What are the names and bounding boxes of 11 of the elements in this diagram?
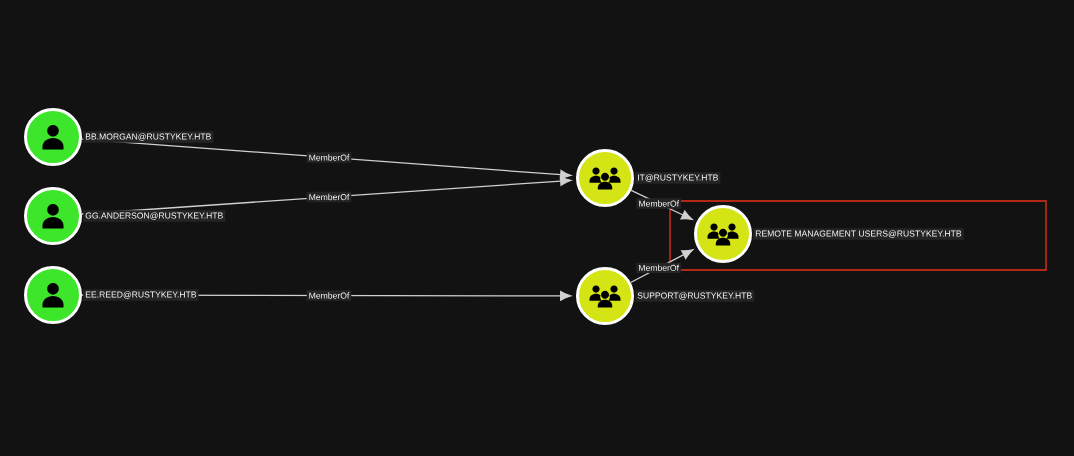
node-label: REMOTE MANAGEMENT USERS@RUSTYKEY.HTB <box>753 228 964 240</box>
edge-label: MemberOf <box>636 198 682 209</box>
node-label: GG.ANDERSON@RUSTYKEY.HTB <box>83 210 226 222</box>
edge-label: MemberOf <box>306 191 352 203</box>
edge-label: MemberOf <box>306 152 352 163</box>
node-label: EE.REED@RUSTYKEY.HTB <box>83 289 199 301</box>
node-label: BB.MORGAN@RUSTYKEY.HTB <box>83 131 214 143</box>
node-label: SUPPORT@RUSTYKEY.HTB <box>635 290 755 302</box>
edge-label: MemberOf <box>636 262 681 273</box>
edge-label: MemberOf <box>306 290 352 301</box>
node-label: IT@RUSTYKEY.HTB <box>635 172 721 184</box>
